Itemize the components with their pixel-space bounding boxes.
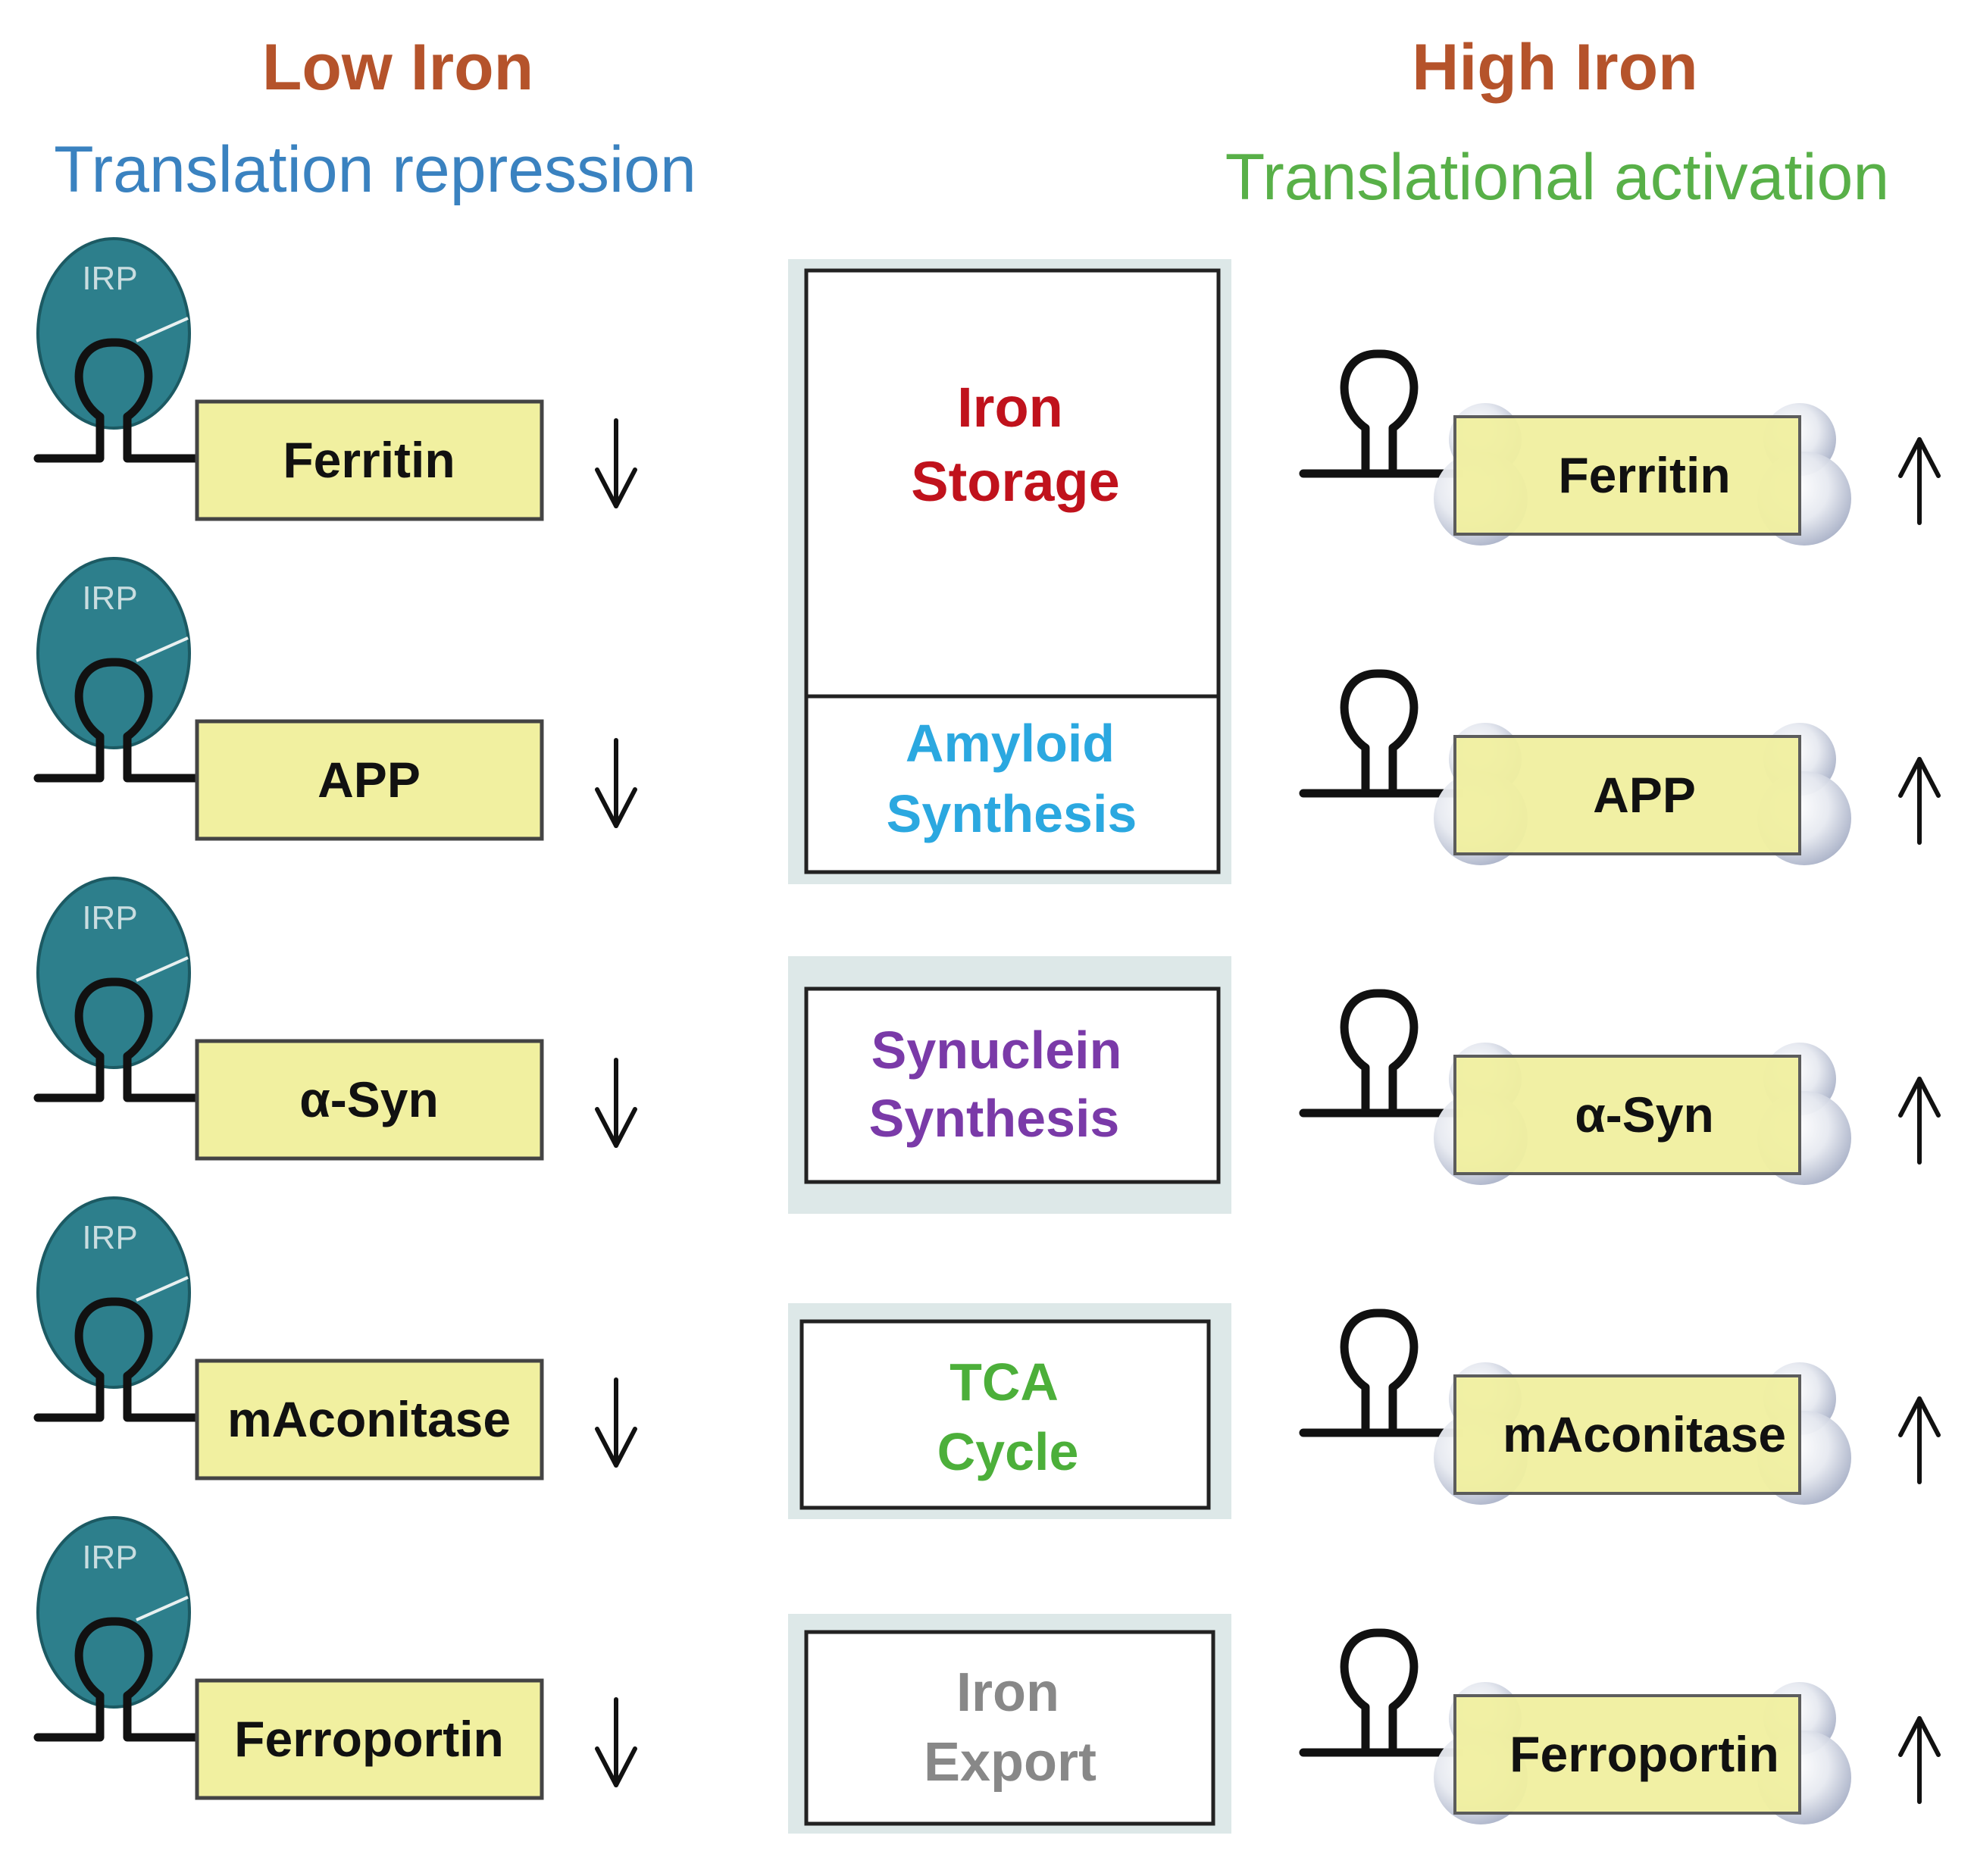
gene-row-3: IRP α-Syn α-Syn xyxy=(33,877,1941,1185)
tca-label-line2: Cycle xyxy=(937,1422,1079,1481)
irp-cleft-line xyxy=(136,1596,189,1621)
stem-loop-icon xyxy=(33,658,194,783)
process-panel-iron-export: Iron Export xyxy=(788,1614,1231,1834)
increase-arrow-icon-head xyxy=(1898,437,1941,478)
gene-box xyxy=(195,399,544,521)
process-panel-tca: TCA Cycle xyxy=(788,1303,1231,1519)
low-iron-construct: IRP α-Syn xyxy=(33,877,637,1161)
iron-storage-label-line1: Iron xyxy=(957,376,1063,439)
decrease-arrow-icon-head xyxy=(595,787,637,828)
irp-label: IRP xyxy=(82,1539,137,1576)
increase-arrow-icon-head xyxy=(1898,1396,1941,1437)
gene-label-low: APP xyxy=(318,752,421,808)
gene-label-high: APP xyxy=(1593,767,1696,823)
gene-label-high: α-Syn xyxy=(1575,1087,1714,1143)
high-iron-construct: APP xyxy=(1299,669,1941,865)
gene-box xyxy=(1453,735,1801,855)
irp-cleft-line xyxy=(136,956,189,982)
iron-export-label-line1: Iron xyxy=(956,1662,1059,1723)
irp-cleft-line xyxy=(136,636,189,662)
iron-storage-label-line2: Storage xyxy=(911,450,1120,513)
stem-loop-icon xyxy=(1299,669,1459,798)
gene-box xyxy=(1453,1374,1801,1495)
gene-box xyxy=(195,1678,544,1800)
stem-loop-icon xyxy=(1299,989,1459,1118)
gene-box xyxy=(195,1039,544,1161)
amyloid-label-line2: Synthesis xyxy=(887,784,1137,843)
irp-label: IRP xyxy=(82,899,137,936)
decrease-arrow-icon-head xyxy=(595,1107,637,1148)
gene-label-low: Ferroportin xyxy=(234,1711,504,1767)
irp-label: IRP xyxy=(82,1219,137,1256)
increase-arrow-icon-head xyxy=(1898,1716,1941,1757)
irp-cleft-line xyxy=(136,317,189,342)
tca-label-line1: TCA xyxy=(949,1352,1059,1412)
high-iron-title: High Iron xyxy=(1412,31,1697,104)
gene-label-low: α-Syn xyxy=(299,1071,439,1127)
stem-loop-icon xyxy=(33,1297,194,1422)
gene-box xyxy=(195,719,544,841)
irp-label: IRP xyxy=(82,580,137,617)
stem-loop-icon xyxy=(1299,349,1459,478)
low-iron-construct: IRP Ferritin xyxy=(33,237,637,521)
low-iron-subtitle: Translation repression xyxy=(54,133,696,206)
gene-box xyxy=(1453,1055,1801,1175)
irp-cleft-line xyxy=(136,1276,189,1302)
increase-arrow-icon-head xyxy=(1898,757,1941,798)
high-iron-construct: Ferroportin xyxy=(1299,1628,1941,1824)
gene-box xyxy=(195,1359,544,1480)
gene-row-4: IRP mAconitase mAconitase xyxy=(33,1196,1941,1505)
gene-label-low: Ferritin xyxy=(283,432,455,488)
high-iron-construct: α-Syn xyxy=(1299,989,1941,1185)
high-iron-construct: Ferritin xyxy=(1299,349,1941,546)
low-iron-construct: IRP mAconitase xyxy=(33,1196,637,1480)
decrease-arrow-icon-head xyxy=(595,1746,637,1787)
low-iron-construct: IRP APP xyxy=(33,557,637,841)
low-iron-construct: IRP Ferroportin xyxy=(33,1516,637,1800)
process-panel-synuclein: Synuclein Synthesis xyxy=(788,956,1231,1214)
irp-label: IRP xyxy=(82,260,137,297)
gene-row-2: IRP APP APP xyxy=(33,557,1941,865)
stem-loop-icon xyxy=(33,338,194,463)
synuclein-label-line2: Synthesis xyxy=(869,1089,1120,1148)
gene-row-1: IRP Ferritin Ferritin xyxy=(33,237,1941,546)
decrease-arrow-icon-head xyxy=(595,1427,637,1468)
gene-box xyxy=(1453,1694,1801,1815)
stem-loop-icon xyxy=(33,977,194,1102)
process-panel-storage-amyloid: Iron Storage Amyloid Synthesis xyxy=(788,259,1231,884)
synuclein-label-line1: Synuclein xyxy=(871,1021,1122,1080)
decrease-arrow-icon-head xyxy=(595,467,637,508)
gene-row-5: IRP Ferroportin Ferroportin xyxy=(33,1516,1941,1824)
gene-label-high: mAconitase xyxy=(1503,1406,1786,1462)
amyloid-label-line1: Amyloid xyxy=(906,714,1115,773)
iron-export-label-line2: Export xyxy=(924,1732,1096,1793)
stem-loop-icon xyxy=(1299,1309,1459,1437)
gene-label-low: mAconitase xyxy=(227,1391,511,1447)
high-iron-subtitle: Translational activation xyxy=(1225,141,1889,214)
increase-arrow-icon-head xyxy=(1898,1077,1941,1118)
high-iron-construct: mAconitase xyxy=(1299,1309,1941,1505)
stem-loop-icon xyxy=(1299,1628,1459,1757)
gene-label-high: Ferroportin xyxy=(1509,1726,1779,1782)
low-iron-title: Low Iron xyxy=(262,31,533,104)
stem-loop-icon xyxy=(33,1617,194,1742)
gene-label-high: Ferritin xyxy=(1558,447,1730,503)
gene-box xyxy=(1453,415,1801,536)
